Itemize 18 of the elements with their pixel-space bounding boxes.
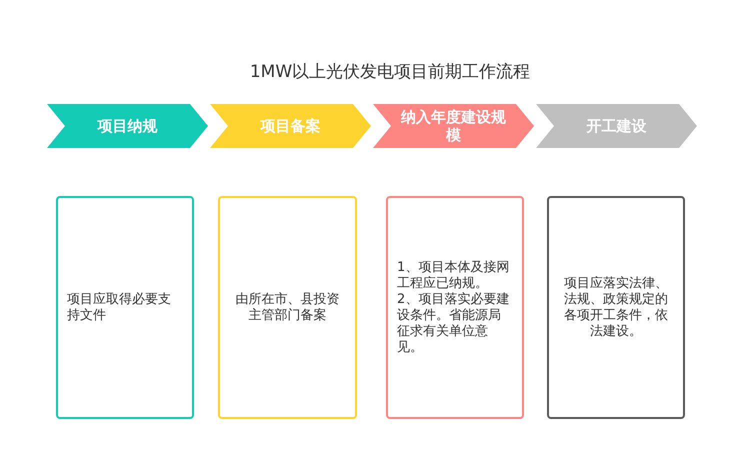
process-step <box>47 104 208 148</box>
step-label: 项目纳规 <box>96 117 158 135</box>
card-text: 项目应落实法律、法规、政策规定的各项开工条件，依法建设。 <box>563 276 669 340</box>
description-card <box>56 196 194 419</box>
card-text: 1、项目本体及接网工程应已纳规。 <box>397 260 510 292</box>
description-card <box>547 196 685 419</box>
card-text: 项目应取得必要支持文件 <box>67 292 172 324</box>
process-step <box>373 104 534 148</box>
process-step <box>210 104 371 148</box>
process-step <box>536 104 697 148</box>
step-label: 项目备案 <box>259 117 322 135</box>
description-card <box>386 196 524 419</box>
step-label: 开工建设 <box>585 117 648 135</box>
description-card <box>218 196 357 419</box>
diagram-title: 1MW以上光伏发电项目前期工作流程 <box>248 61 532 83</box>
card-text: 2、项目落实必要建设条件。省能源局征求有关单位意见。 <box>397 292 510 356</box>
step-label: 纳入年度建设规模 <box>400 108 507 144</box>
card-text: 由所在市、县投资主管部门备案 <box>234 292 340 324</box>
